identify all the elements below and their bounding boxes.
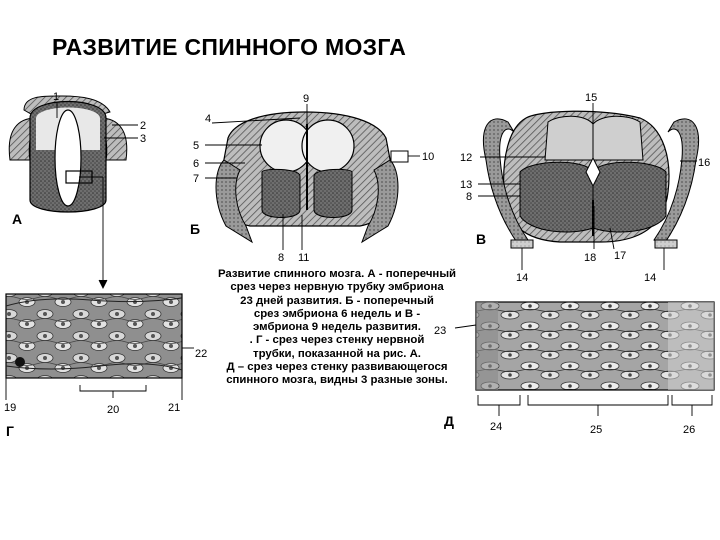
callout-22: 22	[195, 348, 207, 360]
callout-8-b: 8	[278, 252, 284, 264]
callout-16: 16	[698, 157, 710, 169]
panel-letter-d: Д	[444, 413, 454, 429]
callout-24: 24	[490, 421, 502, 433]
slide-title: РАЗВИТИЕ СПИННОГО МОЗГА	[52, 34, 407, 60]
callout-7: 7	[193, 173, 199, 185]
panel-b-six-week-cord	[215, 111, 409, 244]
callout-10: 10	[422, 151, 434, 163]
panel-letter-b: Б	[190, 221, 200, 237]
callout-1: 1	[53, 91, 59, 103]
caption-line: . Г - срез через стенку нервной	[249, 334, 425, 347]
leader-lines	[5, 102, 713, 416]
figure-caption: Развитие спинного мозга. А - поперечный …	[196, 268, 478, 388]
panel-letter-a: А	[12, 211, 22, 227]
panel-letter-g: Г	[6, 423, 14, 439]
callout-15: 15	[585, 92, 597, 104]
caption-line: спинного мозга, видны 3 разные зоны.	[226, 374, 448, 387]
callout-2: 2	[140, 120, 146, 132]
callout-6: 6	[193, 158, 199, 170]
callout-26: 26	[683, 424, 695, 436]
callout-23: 23	[434, 325, 446, 337]
callout-14-left: 14	[516, 272, 528, 284]
callout-3: 3	[140, 133, 146, 145]
callout-13: 13	[460, 179, 472, 191]
panel-a-neural-tube	[8, 95, 128, 213]
caption-line: 23 дней развития. Б - поперечный	[240, 294, 434, 307]
callout-19: 19	[4, 402, 16, 414]
callout-21: 21	[168, 402, 180, 414]
caption-line: Развитие спинного мозга. А - поперечный	[217, 268, 457, 280]
callout-4: 4	[205, 113, 211, 125]
caption-line: срез эмбриона 6 недель и В -	[253, 307, 421, 320]
callout-18: 18	[584, 252, 596, 264]
panel-v-nine-week-cord	[482, 110, 700, 249]
callout-5: 5	[193, 140, 199, 152]
caption-line: срез через нервную трубку эмбриона	[230, 281, 444, 294]
callout-8-v: 8	[466, 191, 472, 203]
caption-line: Д – срез через стенку развивающегося	[226, 361, 448, 374]
panel-g-tissue-section	[5, 293, 183, 379]
callout-25: 25	[590, 424, 602, 436]
callout-9: 9	[303, 93, 309, 105]
callout-12: 12	[460, 152, 472, 164]
panel-letter-v: В	[476, 231, 486, 247]
callout-20: 20	[107, 404, 119, 416]
callout-14-right: 14	[644, 272, 656, 284]
callout-11: 11	[298, 252, 309, 264]
caption-line: эмбриона 9 недель развития.	[253, 321, 421, 334]
panel-d-tissue-zones	[475, 301, 715, 391]
callout-17: 17	[614, 250, 626, 262]
caption-line: трубки, показанной на рис. А.	[253, 347, 421, 360]
